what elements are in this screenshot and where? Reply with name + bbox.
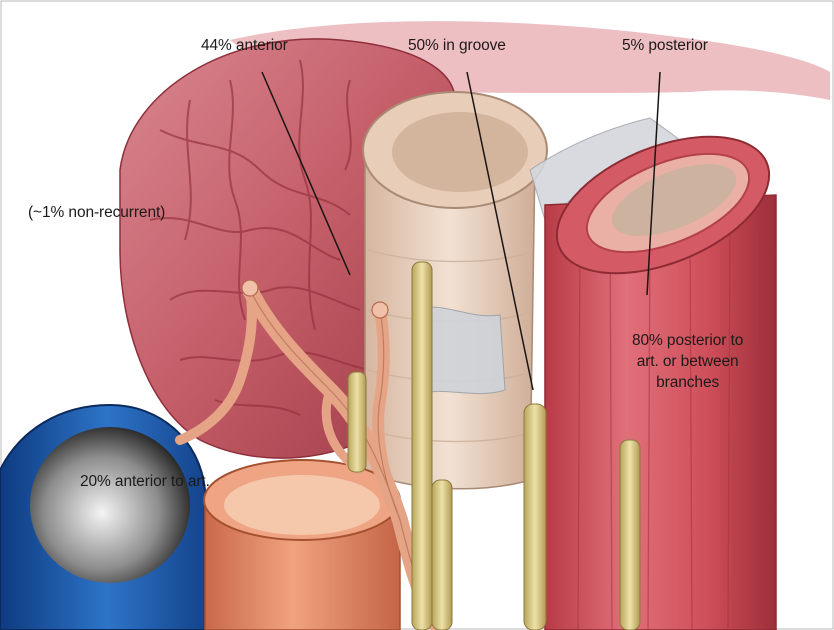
nerve-cut-end-right [372, 302, 388, 318]
trachea-lumen [392, 112, 528, 192]
label-80-posterior: 80% posterior to art. or between branche… [632, 330, 743, 393]
label-50-in-groove: 50% in groove [408, 38, 506, 54]
nerve-cut-end-left [242, 280, 258, 296]
label-5-posterior: 5% posterior [622, 38, 708, 54]
lower-tube-lumen [224, 475, 380, 535]
suspensory-ligament [420, 307, 505, 395]
label-20-anterior: 20% anterior to art. [80, 474, 210, 490]
jugular-vein-lumen [30, 427, 190, 583]
label-44-anterior: 44% anterior [201, 38, 288, 54]
label-non-recurrent: (~1% non-recurrent) [28, 205, 165, 221]
